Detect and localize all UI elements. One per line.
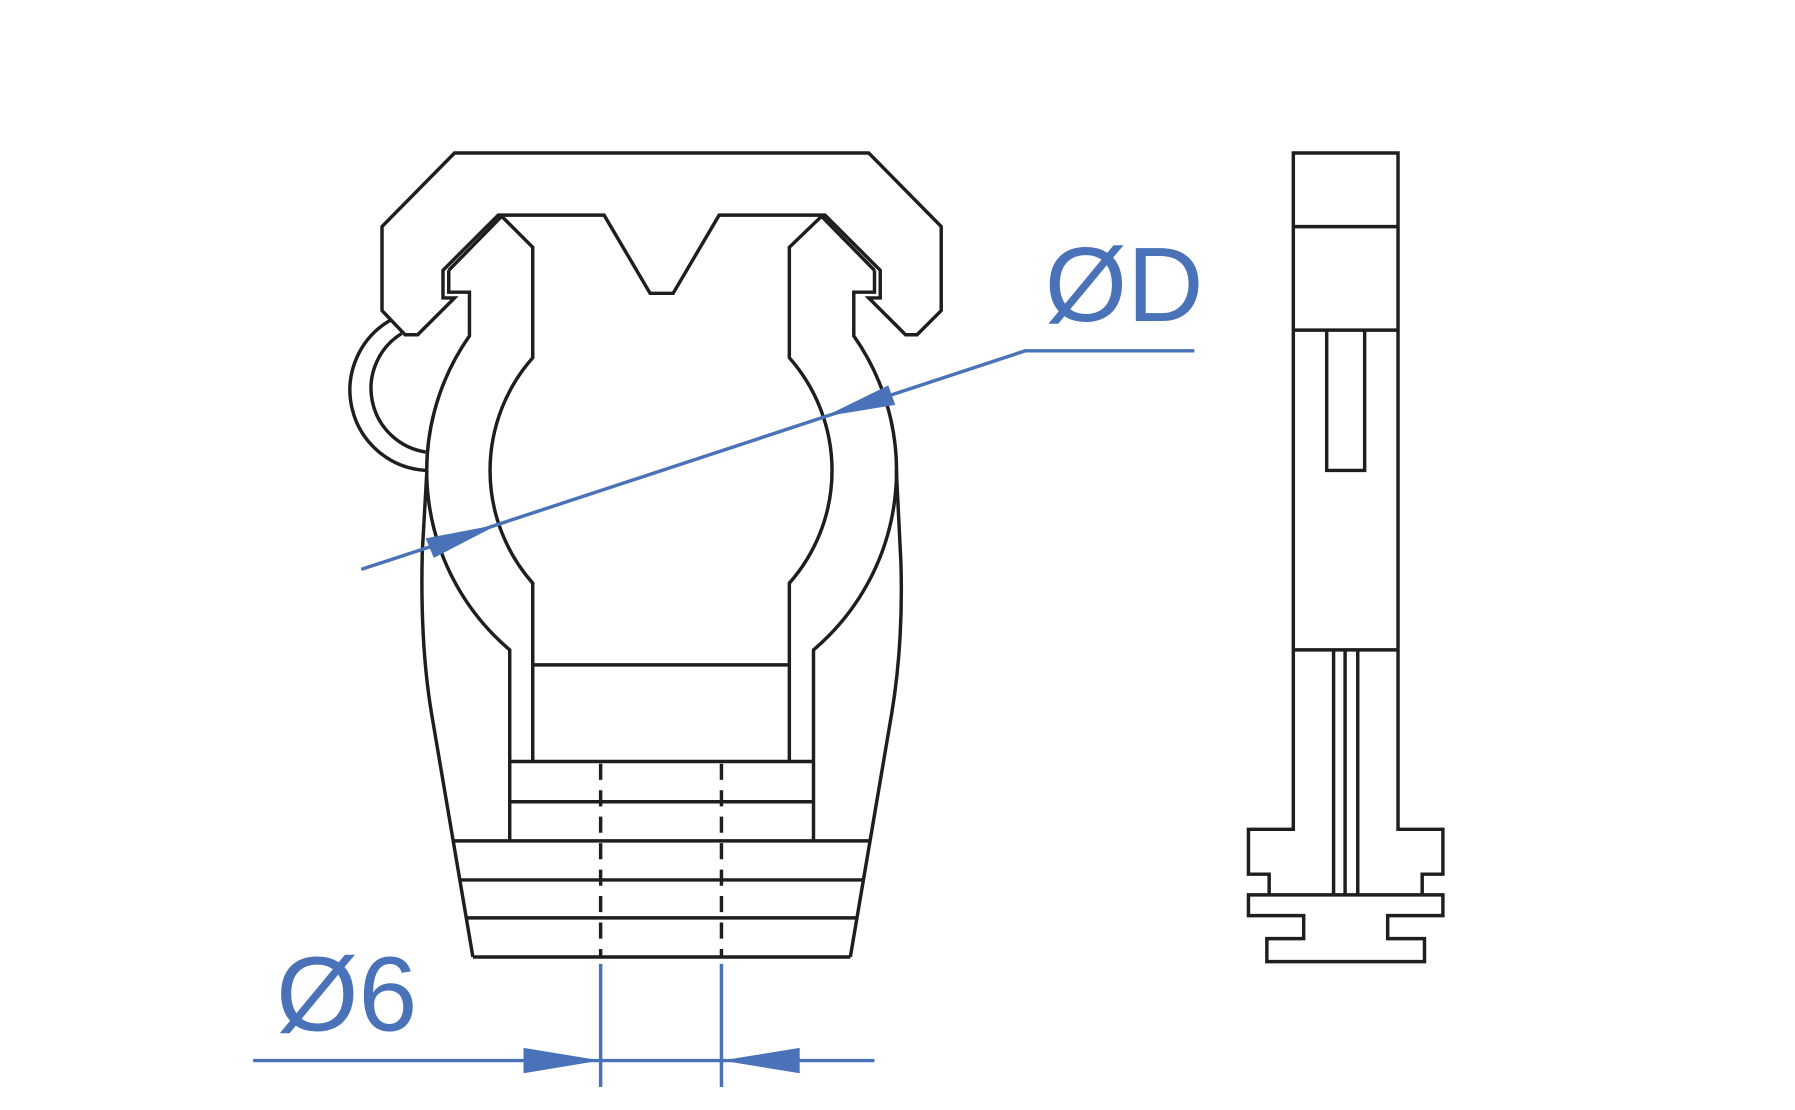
dimension-label-d: ØD — [1045, 226, 1204, 344]
body-right-outline — [848, 470, 904, 958]
body-left-outline — [420, 470, 475, 958]
side-ring-inner — [369, 332, 426, 454]
dimension-label-6: Ø6 — [276, 936, 417, 1054]
side-slot — [1324, 330, 1367, 473]
side-foot — [1246, 893, 1445, 964]
front-view — [348, 151, 943, 959]
clip-outer-outline — [380, 151, 943, 337]
side-body — [1291, 151, 1400, 650]
arrowhead — [425, 524, 499, 558]
side-ring-outer — [348, 318, 426, 473]
side-base — [1246, 649, 1445, 895]
dimension-diameter-d: ØD — [360, 226, 1204, 572]
right-jaw-inner — [787, 213, 876, 762]
dimension-diameter-6: Ø6 — [253, 936, 875, 1087]
left-jaw-inner — [447, 213, 535, 762]
side-view — [1246, 151, 1445, 964]
arrowhead — [825, 385, 896, 417]
horizontal-ribs — [454, 663, 869, 959]
arrowhead — [721, 1047, 800, 1074]
arrowhead — [523, 1047, 601, 1074]
